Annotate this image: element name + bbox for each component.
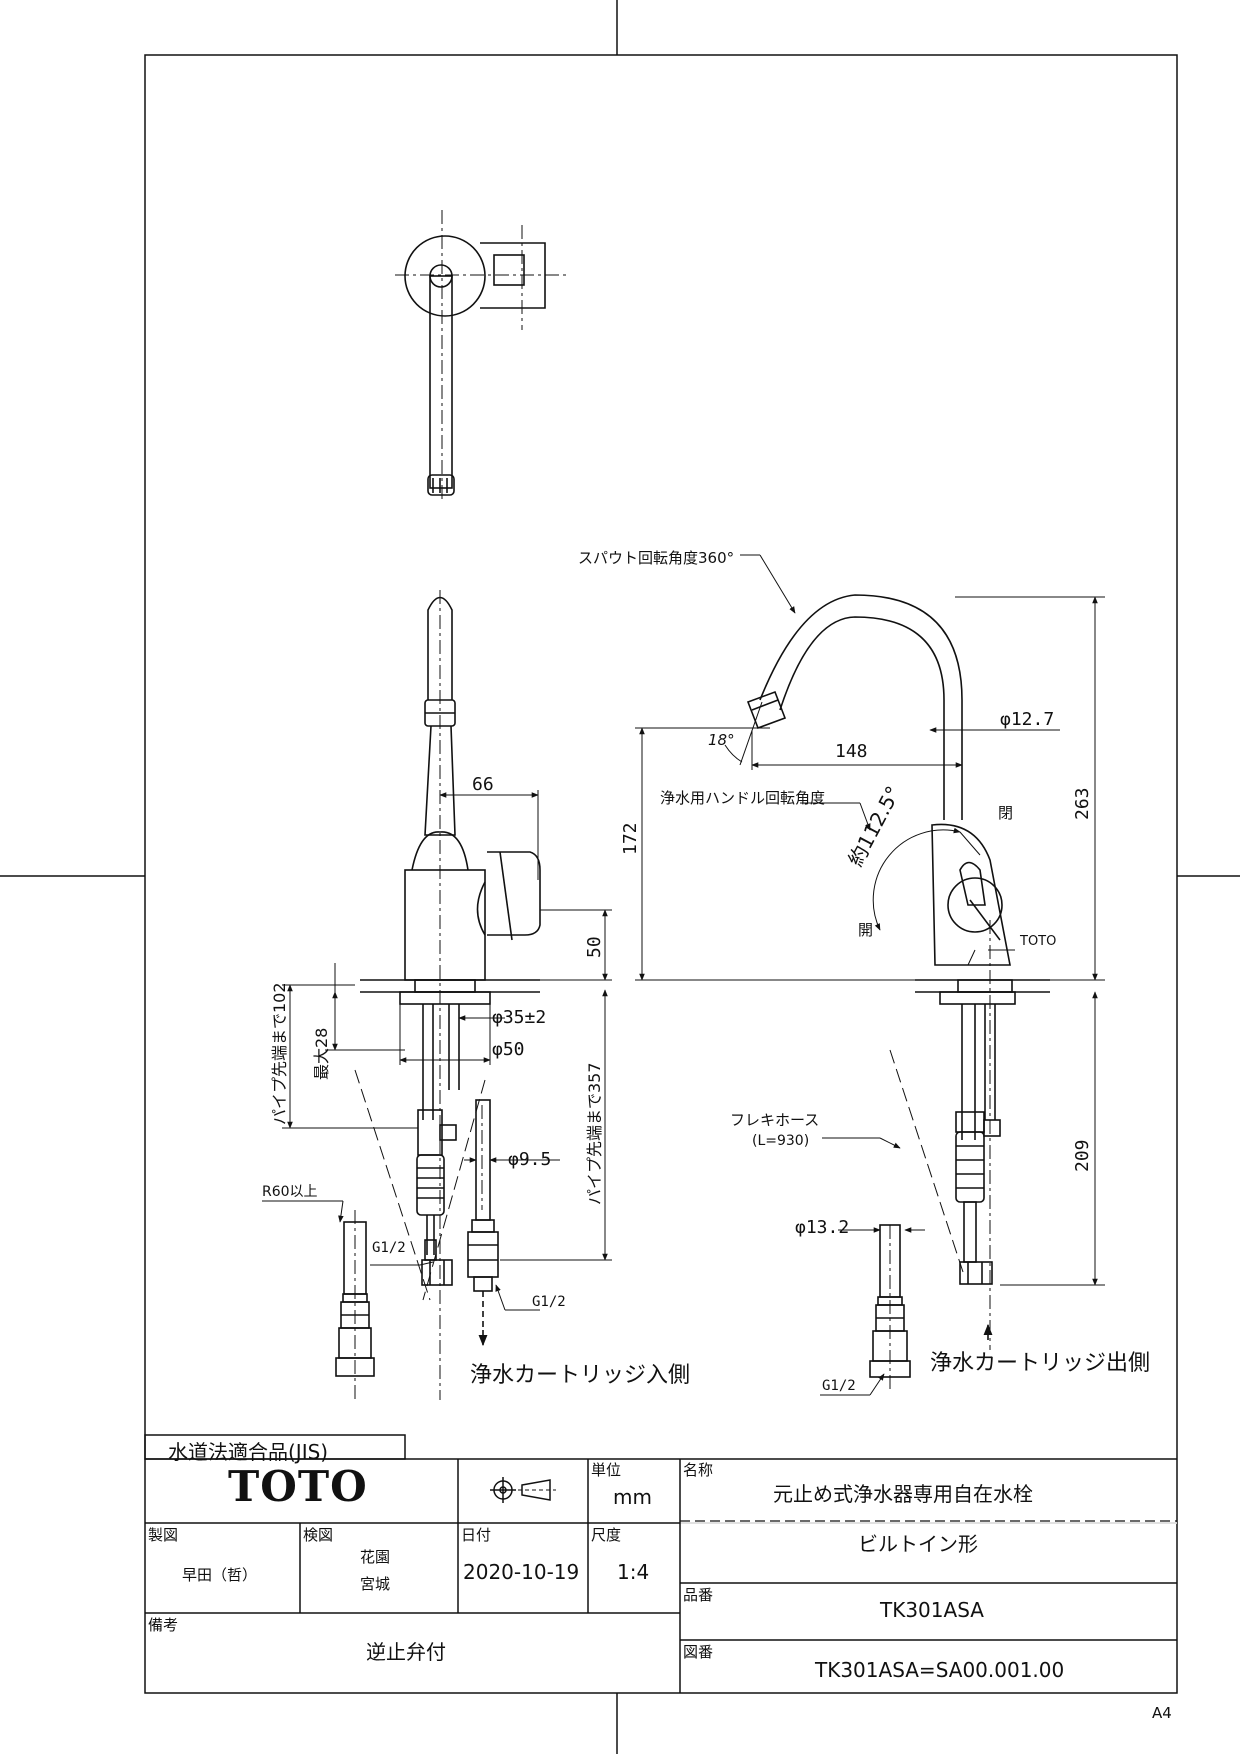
dim-35: φ35±2 — [492, 1007, 546, 1028]
label-g12-b: G1/2 — [532, 1294, 566, 1310]
drawn-by: 早田（哲） — [182, 1566, 258, 1584]
label-approx-angle: 約112.5° — [843, 782, 905, 870]
label-handle-rotation: 浄水用ハンドル回転角度 — [660, 789, 825, 807]
label-g12-a: G1/2 — [372, 1240, 406, 1256]
dim-12-7: φ12.7 — [1000, 709, 1054, 730]
checked-by-1: 花園 — [360, 1548, 391, 1566]
label-flexi-length: (L=930) — [752, 1133, 809, 1149]
label-angle-18: 18° — [708, 731, 735, 749]
projection-symbol — [490, 1477, 556, 1503]
drawn-label: 製図 — [148, 1526, 179, 1544]
dim-172: 172 — [620, 822, 641, 855]
remarks-value: 逆止弁付 — [366, 1640, 446, 1664]
checked-by-2: 宮城 — [360, 1575, 391, 1593]
label-g12-c: G1/2 — [822, 1378, 856, 1394]
label-cartridge-in: 浄水カートリッジ入側 — [470, 1363, 690, 1388]
date-value: 2020-10-19 — [463, 1560, 580, 1584]
label-toto-mark: TOTO — [1019, 934, 1056, 949]
unit-value: mm — [613, 1485, 652, 1509]
unit-label: 単位 — [591, 1461, 622, 1479]
dim-209: 209 — [1072, 1139, 1093, 1172]
front-view — [746, 594, 1050, 1390]
drawing-number: TK301ASA=SA00.001.00 — [815, 1658, 1065, 1682]
dim-263: 263 — [1072, 787, 1093, 820]
product-number: TK301ASA — [880, 1598, 984, 1622]
dim-148: 148 — [835, 741, 868, 762]
label-close: 閉 — [998, 804, 1013, 822]
product-number-label: 品番 — [683, 1586, 714, 1604]
label-cartridge-out: 浄水カートリッジ出側 — [930, 1351, 1150, 1376]
scale-label: 尺度 — [591, 1526, 622, 1544]
scale-value: 1:4 — [617, 1560, 650, 1584]
label-max-28: 最大28 — [312, 1028, 331, 1080]
dim-50: φ50 — [492, 1039, 525, 1060]
toto-logo: TOTO — [228, 1462, 368, 1511]
label-r60: R60以上 — [262, 1184, 318, 1200]
side-view — [335, 590, 541, 1400]
dim-50-height: 50 — [584, 936, 605, 958]
dim-9-5: φ9.5 — [508, 1149, 551, 1170]
side-view-dimensions — [262, 790, 612, 1311]
drawing-labels: スパウト回転角度360° 浄水用ハンドル回転角度 約112.5° 閉 開 TOT… — [262, 549, 1150, 1394]
name-label: 名称 — [683, 1461, 714, 1479]
dim-13-2: φ13.2 — [795, 1217, 849, 1238]
remarks-label: 備考 — [148, 1616, 179, 1634]
compliance-label: 水道法適合品(JIS) — [168, 1440, 329, 1464]
sheet-size: A4 — [1152, 1704, 1172, 1722]
front-view-dimensions — [635, 554, 1105, 1396]
drawing-number-label: 図番 — [683, 1643, 714, 1661]
label-open: 開 — [858, 921, 873, 939]
checked-label: 検図 — [303, 1526, 334, 1544]
dim-66: 66 — [472, 774, 494, 795]
label-pipe-tip-357: パイプ先端まで357 — [585, 1062, 604, 1205]
label-pipe-tip-102: パイプ先端まで102 — [270, 982, 289, 1125]
label-flexi-hose: フレキホース — [730, 1111, 819, 1129]
title-block-grid — [144, 1434, 1177, 1693]
product-name-line2: ビルトイン形 — [858, 1532, 978, 1556]
product-name-line1: 元止め式浄水器専用自在水栓 — [773, 1482, 1033, 1506]
label-spout-rotation: スパウト回転角度360° — [578, 549, 734, 567]
date-label: 日付 — [461, 1526, 492, 1544]
top-view — [395, 210, 570, 500]
